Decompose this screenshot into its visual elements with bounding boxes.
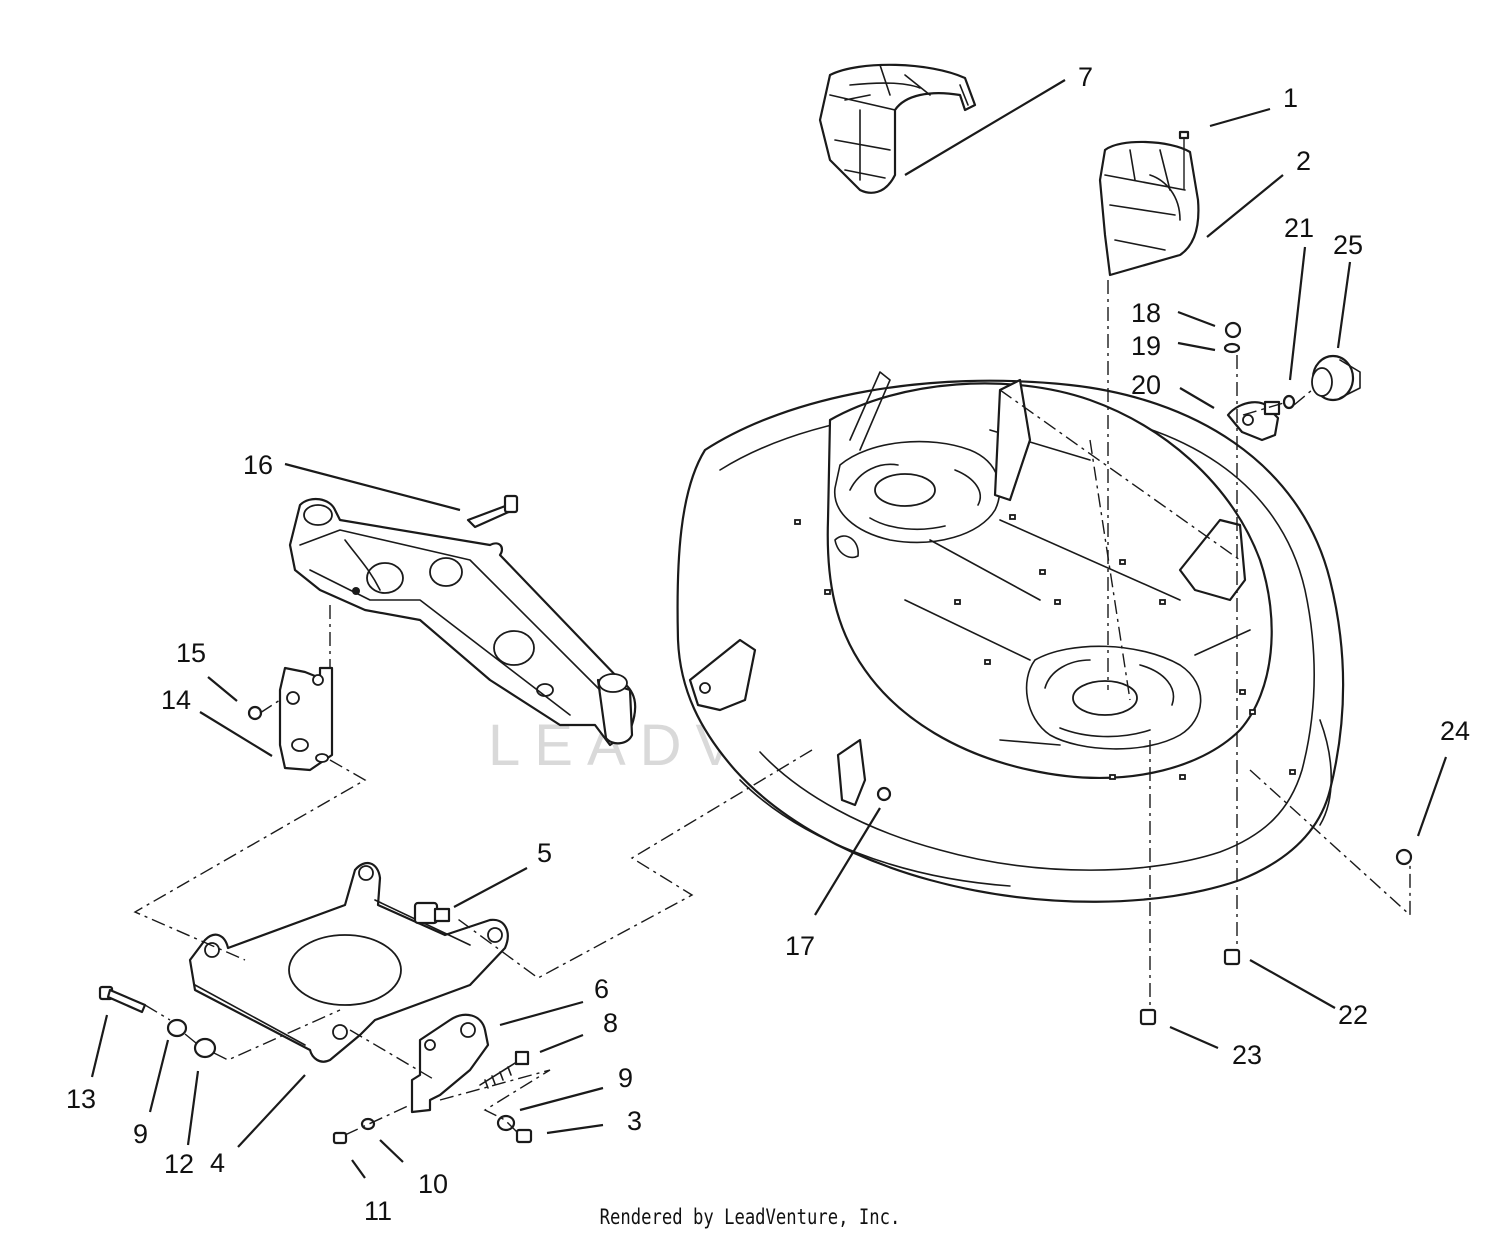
callout-24: 24 bbox=[1440, 716, 1470, 746]
callout-8: 8 bbox=[603, 1008, 618, 1038]
callout-12: 12 bbox=[164, 1149, 194, 1179]
bolt-13 bbox=[98, 985, 147, 1014]
bolt-22 bbox=[1223, 948, 1241, 966]
assembly-lines bbox=[133, 280, 1411, 1136]
callout-18: 18 bbox=[1131, 298, 1161, 328]
callout-9-right: 9 bbox=[618, 1063, 633, 1093]
pivot-bracket-20 bbox=[1226, 400, 1281, 442]
deflector bbox=[1098, 140, 1200, 277]
knob-25 bbox=[1311, 354, 1361, 402]
callout-13: 13 bbox=[66, 1084, 96, 1114]
bracket-6 bbox=[410, 1013, 490, 1114]
callout-4: 4 bbox=[210, 1148, 225, 1178]
frame-plate-4 bbox=[188, 861, 509, 1063]
bolt-16 bbox=[466, 494, 519, 529]
callout-3: 3 bbox=[627, 1106, 642, 1136]
callout-labels: 1 2 3 4 5 6 7 8 9 9 10 11 12 13 14 15 16… bbox=[66, 62, 1470, 1226]
callout-23: 23 bbox=[1232, 1040, 1262, 1070]
mower-deck bbox=[676, 371, 1345, 903]
callout-14: 14 bbox=[161, 685, 191, 715]
callout-16: 16 bbox=[243, 450, 273, 480]
right-spindle-hub bbox=[1025, 645, 1202, 750]
bolt-11 bbox=[332, 1131, 348, 1145]
washer-19 bbox=[1223, 342, 1241, 354]
washer-9-right bbox=[496, 1114, 516, 1132]
lift-arm bbox=[288, 497, 637, 747]
nut-24 bbox=[1395, 848, 1413, 866]
callout-22: 22 bbox=[1338, 1000, 1368, 1030]
washer-10 bbox=[360, 1117, 376, 1131]
spring-8 bbox=[479, 1050, 530, 1089]
callout-9-left: 9 bbox=[133, 1119, 148, 1149]
deck-holes bbox=[794, 514, 1296, 780]
callout-25: 25 bbox=[1333, 230, 1363, 260]
leader-lines bbox=[90, 79, 1448, 1179]
discharge-chute bbox=[818, 63, 977, 194]
callout-19: 19 bbox=[1131, 331, 1161, 361]
washer-9-left bbox=[166, 1018, 188, 1038]
callout-10: 10 bbox=[418, 1169, 448, 1199]
callout-2: 2 bbox=[1296, 146, 1311, 176]
nut-18 bbox=[1224, 321, 1242, 339]
bolt-5 bbox=[413, 901, 451, 925]
left-spindle-hub bbox=[834, 440, 1001, 559]
render-credit: Rendered by LeadVenture, Inc. bbox=[599, 1205, 901, 1229]
callout-11: 11 bbox=[364, 1196, 392, 1226]
callout-6: 6 bbox=[594, 974, 609, 1004]
bracket-14 bbox=[278, 666, 334, 772]
pin-21 bbox=[1282, 394, 1296, 410]
screw-1 bbox=[1178, 130, 1190, 190]
callout-21: 21 bbox=[1284, 213, 1314, 243]
callout-5: 5 bbox=[537, 838, 552, 868]
callout-20: 20 bbox=[1131, 370, 1161, 400]
spacer-17 bbox=[876, 786, 892, 802]
bolt-3 bbox=[515, 1128, 533, 1144]
callout-7: 7 bbox=[1078, 62, 1093, 92]
callout-15: 15 bbox=[176, 638, 206, 668]
nut-15 bbox=[247, 705, 263, 721]
callout-17: 17 bbox=[785, 931, 815, 961]
callout-1: 1 bbox=[1283, 83, 1298, 113]
bolt-23 bbox=[1139, 1008, 1157, 1026]
spacer-12 bbox=[193, 1037, 217, 1059]
